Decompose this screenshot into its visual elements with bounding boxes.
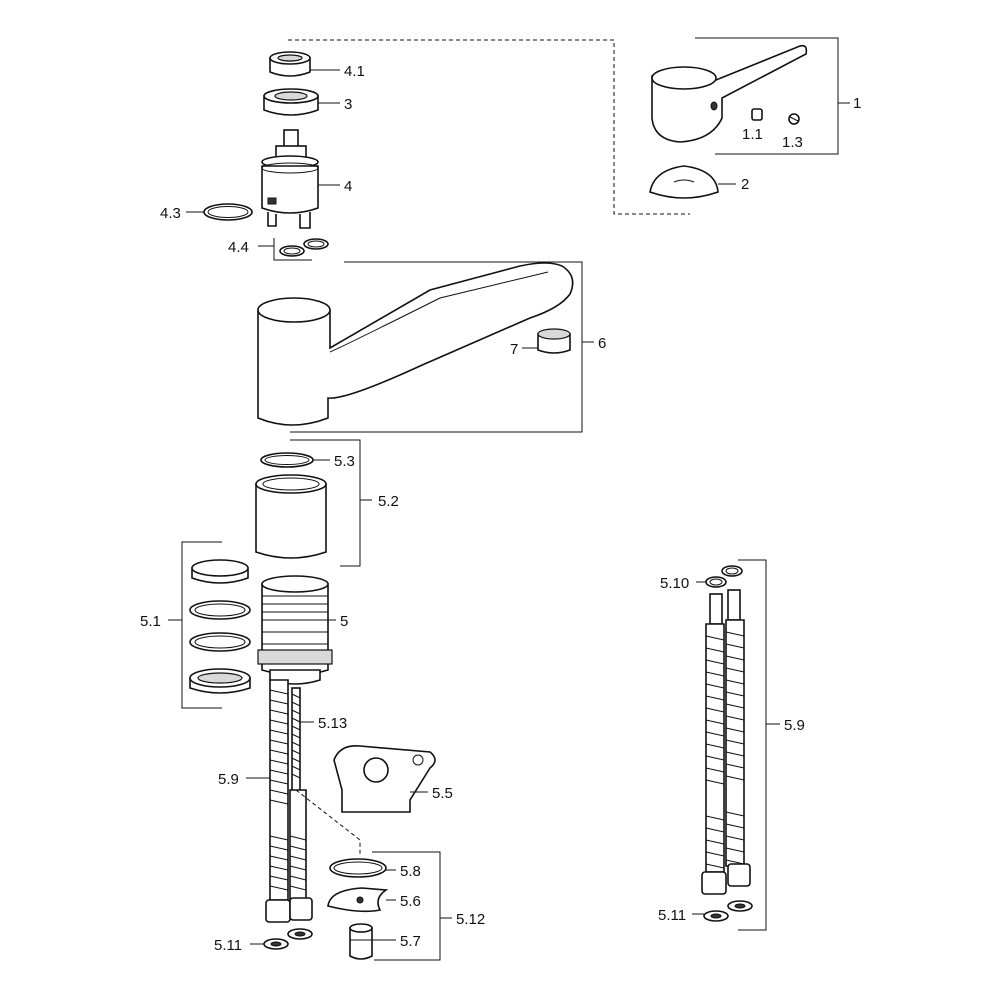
label-1-1: 1.1 bbox=[742, 126, 763, 143]
gasket-ring bbox=[329, 858, 387, 878]
label-4-1: 4.1 bbox=[344, 63, 365, 80]
label-5-12: 5.12 bbox=[456, 911, 485, 928]
label-5-11-right: 5.11 bbox=[658, 907, 686, 924]
washers-left bbox=[263, 928, 313, 950]
seal-pair bbox=[279, 238, 329, 257]
supply-hoses-right: 5.9 5.10 5.11 bbox=[658, 559, 805, 931]
label-5-2: 5.2 bbox=[378, 493, 399, 510]
label-5-5: 5.5 bbox=[432, 785, 453, 802]
faucet-body: 6 7 bbox=[257, 261, 606, 433]
base-assembly: 5.3 5.2 5.1 bbox=[140, 439, 399, 709]
label-5-10: 5.10 bbox=[660, 575, 689, 592]
label-5-1: 5.1 bbox=[140, 613, 161, 630]
cartridge-nut bbox=[269, 51, 311, 77]
seal-ring bbox=[260, 452, 314, 468]
cover-cap bbox=[649, 165, 719, 199]
label-6: 6 bbox=[598, 335, 606, 352]
label-5-9-left: 5.9 bbox=[218, 771, 239, 788]
label-5-6: 5.6 bbox=[400, 893, 421, 910]
cap-plug bbox=[788, 113, 800, 125]
label-7: 7 bbox=[510, 341, 518, 358]
label-5-11-left: 5.11 bbox=[214, 937, 242, 954]
threaded-rod bbox=[291, 687, 301, 807]
fixing-nut bbox=[349, 923, 373, 960]
label-5-13: 5.13 bbox=[318, 715, 347, 732]
clamping-ring bbox=[263, 88, 319, 116]
label-1: 1 bbox=[853, 95, 861, 112]
label-4-4: 4.4 bbox=[228, 239, 249, 256]
mounting-stud bbox=[257, 575, 333, 685]
label-5-8: 5.8 bbox=[400, 863, 421, 880]
label-5-3: 5.3 bbox=[334, 453, 355, 470]
sleeve bbox=[255, 474, 327, 559]
crescent-plate bbox=[327, 887, 389, 913]
label-5-7: 5.7 bbox=[400, 933, 421, 950]
label-3: 3 bbox=[344, 96, 352, 113]
ring-set bbox=[189, 559, 251, 694]
lever-handle bbox=[651, 44, 808, 143]
handle-assembly: 1 1.1 1.3 2 bbox=[288, 37, 861, 215]
label-1-3: 1.3 bbox=[782, 134, 803, 151]
label-4: 4 bbox=[344, 178, 352, 195]
label-4-3: 4.3 bbox=[160, 205, 181, 222]
o-ring-large bbox=[203, 203, 253, 221]
supply-hoses-left bbox=[265, 679, 313, 923]
label-5-9-right: 5.9 bbox=[784, 717, 805, 734]
cartridge bbox=[261, 129, 319, 229]
label-5: 5 bbox=[340, 613, 348, 630]
cartridge-stack: 4.1 3 4 4.3 bbox=[160, 51, 365, 261]
fixing-bracket bbox=[333, 744, 436, 813]
lower-fixing-set: 5.13 5.9 5.5 5.12 bbox=[214, 679, 485, 961]
grub-screw bbox=[751, 108, 763, 121]
aerator bbox=[537, 328, 571, 354]
label-2: 2 bbox=[741, 176, 749, 193]
